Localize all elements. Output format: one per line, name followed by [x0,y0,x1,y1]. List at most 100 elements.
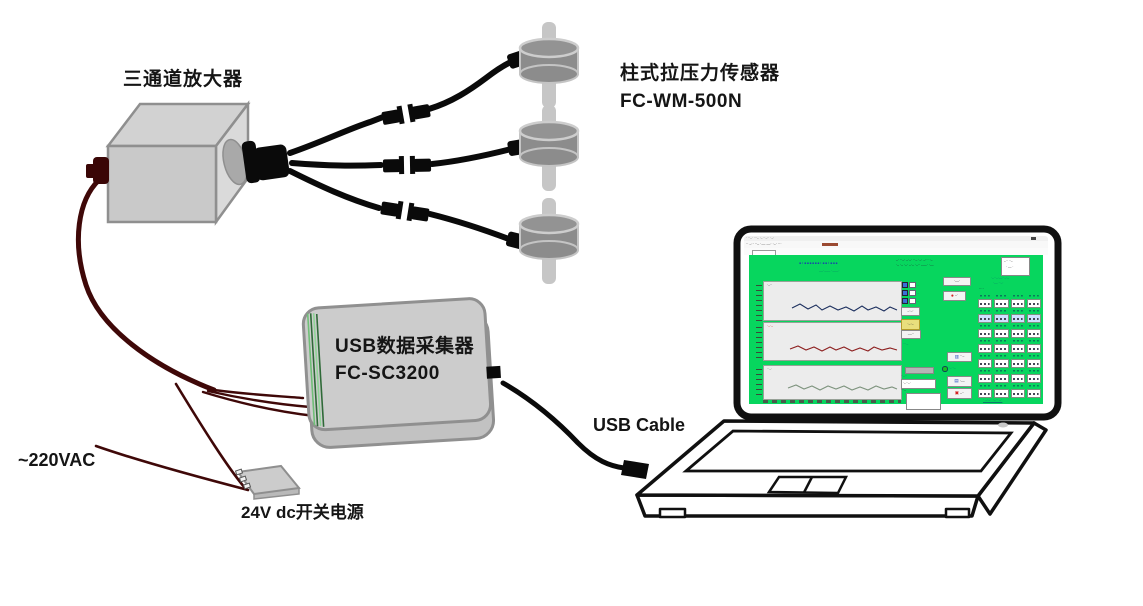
mini-readout-cell [978,309,993,323]
mini-readout-cell [1010,324,1025,338]
ac-voltage-label: ~220VAC [18,450,96,470]
mini-readout-cell [1010,309,1025,323]
mini-readout-grid [978,294,1041,398]
mini-readout-cell [1026,369,1041,383]
mini-chart2-legend: ·–·– [767,324,774,328]
radio-icon [942,366,948,372]
mini-range-button: –·–· [901,307,920,316]
mini-chart-3: ··–· [763,365,902,400]
mini-readout-cell [978,369,993,383]
print-icon: ▤ [954,378,959,384]
mini-readout-cell [994,339,1009,353]
mini-side-line-1: ·–··–·––··–·– [991,276,1010,280]
mini-titlebar: · ··–· ···– ·– ··–·· ·–· [744,236,1048,241]
mini-grid-title: ···· [979,287,984,291]
sensor-2 [507,105,580,191]
mini-teal-note: ···– [903,342,909,346]
inline-connector-1 [381,103,431,125]
mini-yellow-button-label: ·–·– [907,321,914,326]
mini-save-button-label: ··– [959,354,965,359]
usb-cable-label: USB Cable [593,415,686,435]
mini-checkbox-2-box [909,290,916,296]
mini-readout-cell [1010,354,1025,368]
mini-chart1-yticks [756,285,762,321]
mini-radio-label: ·–··– [948,366,956,371]
mini-checkbox-1-icon [902,282,908,288]
mini-notes-textarea [906,393,941,410]
mini-info-line-2: ·– ·– ·–· –·– ·–·· –––· ·–– [896,263,934,267]
mini-readout-line-2: · –– · [1006,265,1014,269]
daq-label-line2: FC-SC3200 [335,363,440,384]
mini-window-buttons [1031,237,1036,240]
inline-connector-3 [380,200,430,222]
power-supply [234,464,301,500]
mini-readout-cell [978,384,993,398]
amplifier-box [86,100,290,226]
laptop-screen: · ··–· ···– ·– ··–·· ·–· ·· –·· ··– ·–– … [744,236,1048,412]
mini-readout-cell [994,309,1009,323]
laptop-touchpad [766,475,849,495]
mini-readout-cell [1026,354,1041,368]
mini-chart2-trace [789,345,898,352]
mini-mode-button: ––·· [901,330,921,339]
psu-terminal-pins [234,468,252,490]
exit-icon: ▣ [954,390,959,396]
daq-label-line1: USB数据采集器 [335,336,475,357]
mini-print-button-label: ·–– [959,378,965,383]
mini-chart1-trace [791,303,898,312]
mini-titlebar-text: · ··–· ···– ·– ··–·· ·–· [746,236,775,240]
mini-radio-row: ·–··– [942,366,956,372]
stop-icon: ● [950,292,954,299]
mini-app-title: ▪·▪▪▪▪▪▪·▪▪·▪▪▪ [799,261,839,267]
usb-cable [500,380,649,479]
laptop-keyboard-area [682,429,1014,473]
mini-checkbox-2-label: ·· [917,290,919,295]
mini-exit-button-label: –·· [959,390,965,395]
daq-usb-port [486,365,501,379]
psu-label: 24V dc开关电源 [241,503,364,522]
mini-readout-cell [1010,369,1025,383]
mini-checkbox-2-icon [902,290,908,296]
mini-checkbox-3-label: ·· [917,298,919,303]
mini-path-input-value: ·–··–· [903,381,911,385]
mini-path-input: ·–··–· [901,379,936,389]
mini-menu-highlight [822,243,838,246]
mini-readout-line-1: –·· ··– [1004,259,1013,263]
daq-green-stripe [306,313,325,427]
mini-readout-cell [994,384,1009,398]
amplifier-power-plug [86,157,109,184]
mini-field-label: ····– [901,301,908,305]
mini-chart1-legend: ·–·· [767,283,773,287]
mini-chart-1: ·–·· [763,281,902,321]
inline-connector-2 [382,155,432,175]
mini-readout-cell [994,324,1009,338]
mini-readout-cell [1026,294,1041,308]
mini-checkbox-1-label: ·· [917,282,919,287]
amplifier-output-plug [241,140,290,184]
mini-menu-text: ·· –·· ··– ·–– ––· ·–· ··· [746,241,782,246]
mini-progress-bar [905,367,934,374]
laptop-hinge-button [998,422,1008,428]
mini-exit-button: ▣ –·· [947,388,972,399]
mini-readout-cell [978,354,993,368]
save-icon: ▥ [954,353,959,359]
mini-readout-cell [978,294,993,308]
sensor-1 [507,22,580,108]
mini-readout-box: –·· ··– · –– · [1001,257,1030,276]
mini-side-line-2: ·–– ··–· [993,281,1004,285]
mini-info-line-1: –· ··–· –·–· ··– ·–· –··· ·– [896,258,933,262]
daq-box [301,297,501,449]
mini-print-button: ▤ ·–– [947,376,972,387]
mini-readout-cell [1010,384,1025,398]
mini-range-button-label: –·–· [907,308,914,313]
mini-readout-cell [1026,339,1041,353]
mini-config-button-label: ·––· [953,278,961,283]
power-wires [75,177,317,492]
mini-chart3-yticks [756,369,762,399]
mini-readout-cell [1010,339,1025,353]
mini-checkbox-3-icon [902,298,908,304]
mini-chart-2: ·–·– [763,322,902,361]
amplifier-label: 三通道放大器 [123,69,244,90]
mini-status-text: · –·–· ·–·· –· [983,398,1003,402]
